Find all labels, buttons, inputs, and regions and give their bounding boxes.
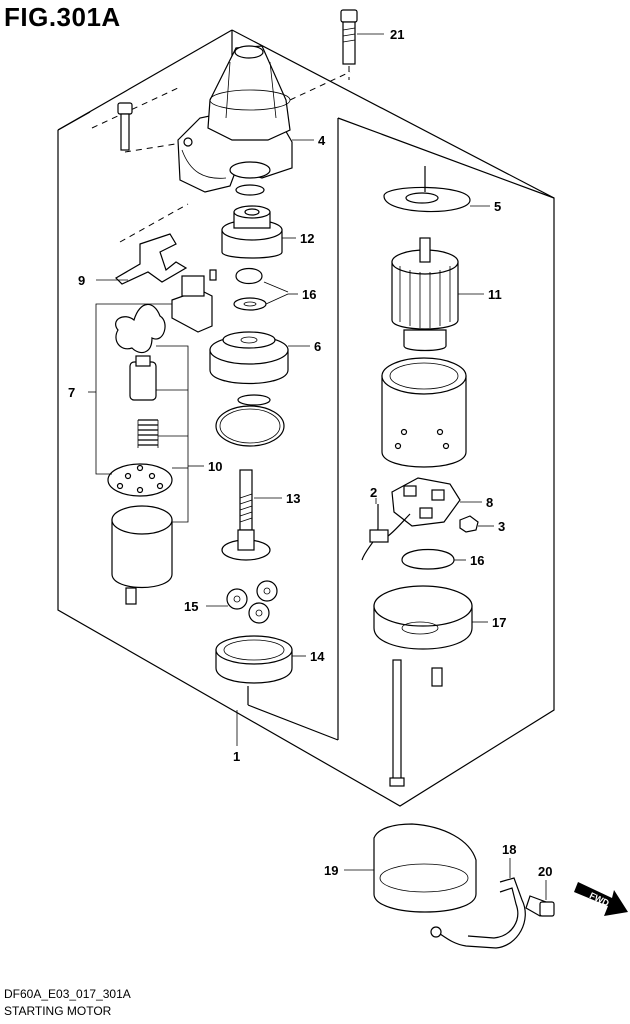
callout-4: 4 bbox=[318, 133, 326, 148]
callout-13: 13 bbox=[286, 491, 300, 506]
callout-16-upper: 16 bbox=[302, 287, 316, 302]
figure-code: DF60A_E03_017_301A bbox=[4, 987, 131, 1001]
callout-18: 18 bbox=[502, 842, 516, 857]
part-17-end-cover bbox=[373, 585, 473, 650]
through-bolt bbox=[389, 659, 443, 787]
part-8-brush-holder bbox=[391, 477, 461, 527]
spring-clip bbox=[115, 303, 166, 354]
callout-2: 2 bbox=[370, 485, 377, 500]
callout-6: 6 bbox=[314, 339, 321, 354]
part-16-lower-clip bbox=[401, 549, 455, 570]
part-20-bolt bbox=[525, 895, 555, 917]
part-9-lever bbox=[115, 203, 189, 285]
callout-17: 17 bbox=[492, 615, 506, 630]
gasket-ring bbox=[215, 394, 285, 447]
part-15-planet-gears bbox=[226, 580, 278, 624]
part-2-lead-wire bbox=[361, 504, 411, 561]
figure-name: STARTING MOTOR bbox=[4, 1004, 112, 1018]
fwd-arrow-icon: FWD bbox=[574, 882, 628, 916]
figure-title: FIG.301A bbox=[4, 2, 121, 32]
part-14-internal-gear bbox=[215, 635, 293, 684]
housing-washer bbox=[235, 184, 265, 196]
callout-5: 5 bbox=[494, 199, 501, 214]
callout-1: 1 bbox=[233, 749, 240, 764]
callout-20: 20 bbox=[538, 864, 552, 879]
solenoid-holder bbox=[171, 269, 217, 333]
part-4-drive-housing bbox=[177, 45, 293, 193]
part-3-nut bbox=[459, 515, 479, 533]
callout-3: 3 bbox=[498, 519, 505, 534]
callout-8: 8 bbox=[486, 495, 493, 510]
callout-11: 11 bbox=[488, 287, 502, 302]
callout-19: 19 bbox=[324, 863, 338, 878]
part-11-armature bbox=[391, 237, 459, 352]
callout-labels: 21 4 5 12 9 11 16 6 7 10 13 2 8 3 16 15 … bbox=[68, 27, 552, 879]
part-12-pinion bbox=[221, 205, 283, 259]
leader-lines bbox=[88, 33, 547, 900]
housing-bolt bbox=[117, 102, 189, 153]
callout-21: 21 bbox=[390, 27, 404, 42]
callout-7: 7 bbox=[68, 385, 75, 400]
part-19-cover bbox=[373, 823, 477, 913]
part-10-solenoid-components bbox=[107, 355, 173, 605]
assembly-outline bbox=[57, 29, 555, 807]
callout-10: 10 bbox=[208, 459, 222, 474]
part-13-shaft bbox=[221, 469, 271, 561]
callout-14: 14 bbox=[310, 649, 325, 664]
callout-9: 9 bbox=[78, 273, 85, 288]
part-6-bracket bbox=[209, 331, 289, 384]
part-5-plate bbox=[383, 166, 471, 213]
part-16-clip-washer bbox=[233, 267, 267, 311]
yoke bbox=[381, 357, 467, 468]
callout-16-lower: 16 bbox=[470, 553, 484, 568]
part-21-bolt bbox=[340, 9, 358, 80]
callout-15: 15 bbox=[184, 599, 198, 614]
callout-12: 12 bbox=[300, 231, 314, 246]
part-18-strap bbox=[430, 877, 526, 949]
